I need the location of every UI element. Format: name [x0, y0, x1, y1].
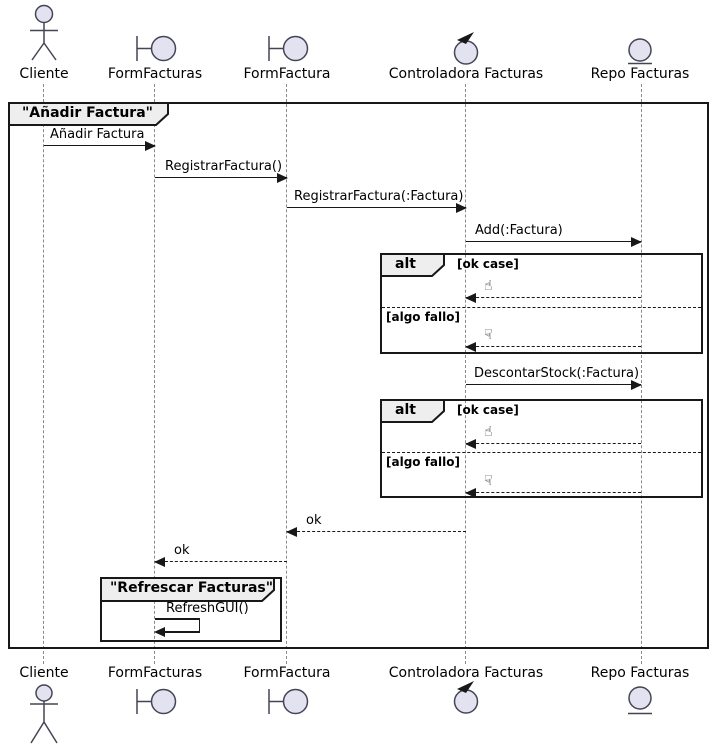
message-line: [466, 297, 641, 298]
frame-tab: [100, 577, 275, 602]
lifeline-formfactura: [286, 84, 287, 664]
message-line: [466, 384, 641, 385]
arrowhead-icon: [145, 141, 156, 151]
participant-label-formfacturas: FormFacturas: [107, 66, 203, 82]
guard-algo-fallo: [algo fallo]: [386, 310, 460, 324]
boundary-icon: [268, 688, 309, 715]
lifeline-controladora-facturas: [465, 84, 466, 664]
arrowhead-icon: [286, 527, 297, 537]
frame-tab: [8, 102, 169, 126]
arrowhead-icon: [154, 627, 165, 637]
actor-icon: [30, 4, 58, 61]
participant-label-repo: Repo Facturas: [590, 66, 690, 82]
lifeline-cliente: [43, 84, 44, 664]
arrowhead-icon: [465, 342, 476, 352]
guard-algo-fallo: [algo fallo]: [386, 455, 460, 469]
message-line: [287, 207, 466, 208]
boundary-icon: [136, 688, 177, 715]
actor-icon: [30, 684, 58, 744]
participant-label-formfactura: FormFactura: [243, 665, 331, 681]
participant-label-controladora: Controladora Facturas: [388, 66, 544, 82]
entity-icon: [628, 38, 652, 65]
message-label: ok: [306, 513, 322, 528]
alt-divider: [382, 452, 701, 453]
message-label: RefreshGUI(): [166, 601, 249, 616]
participant-label-cliente: Cliente: [19, 66, 69, 82]
message-label: RegistrarFactura(): [165, 159, 283, 174]
participant-label-formfactura: FormFactura: [243, 66, 331, 82]
message-line: [287, 531, 466, 532]
arrowhead-icon: [631, 237, 642, 247]
message-line: [44, 145, 155, 146]
alt-operator-label: alt: [395, 402, 416, 418]
alt-fragment-2: [380, 399, 703, 498]
alt-divider: [382, 307, 701, 308]
participant-label-repo: Repo Facturas: [590, 665, 690, 681]
lifeline-formfacturas: [154, 84, 155, 664]
self-message-line: [164, 631, 200, 633]
participant-label-cliente: Cliente: [19, 665, 69, 681]
message-line: [466, 346, 641, 347]
message-line: [466, 241, 641, 242]
arrowhead-icon: [456, 203, 467, 213]
frame-title: "Refrescar Facturas": [110, 580, 274, 596]
message-label: RegistrarFactura(:Factura): [294, 189, 464, 204]
self-message-line: [198, 618, 200, 632]
alt-tab: [380, 399, 445, 423]
guard-ok-case: [ok case]: [457, 403, 519, 417]
self-message-line: [155, 618, 200, 620]
message-line: [466, 492, 641, 493]
message-label: DescontarStock(:Factura): [474, 366, 640, 381]
participant-label-controladora: Controladora Facturas: [388, 665, 544, 681]
thumbs-up-icon: ☝: [484, 278, 493, 294]
boundary-icon: [268, 35, 309, 62]
frame-anadir-factura: [8, 102, 709, 649]
arrowhead-icon: [465, 439, 476, 449]
thumbs-down-icon: ☟: [484, 473, 493, 489]
thumbs-down-icon: ☟: [484, 327, 493, 343]
arrowhead-icon: [465, 488, 476, 498]
message-line: [155, 561, 287, 562]
frame-title: "Añadir Factura": [22, 105, 153, 121]
alt-fragment-1: [380, 253, 703, 354]
message-line: [155, 177, 287, 178]
message-label: Add(:Factura): [475, 223, 563, 238]
alt-tab: [380, 253, 445, 277]
participant-label-formfacturas: FormFacturas: [107, 665, 203, 681]
arrowhead-icon: [154, 557, 165, 567]
message-label: Añadir Factura: [50, 127, 145, 142]
boundary-icon: [136, 35, 177, 62]
arrowhead-icon: [465, 293, 476, 303]
message-line: [466, 443, 641, 444]
thumbs-up-icon: ☝: [484, 424, 493, 440]
arrowhead-icon: [631, 380, 642, 390]
control-icon: [453, 32, 479, 65]
message-label: ok: [174, 543, 190, 558]
lifeline-repo-facturas: [641, 84, 642, 664]
entity-icon: [628, 686, 652, 715]
arrowhead-icon: [277, 173, 288, 183]
guard-ok-case: [ok case]: [457, 257, 519, 271]
control-icon: [453, 681, 479, 714]
alt-operator-label: alt: [395, 256, 416, 272]
